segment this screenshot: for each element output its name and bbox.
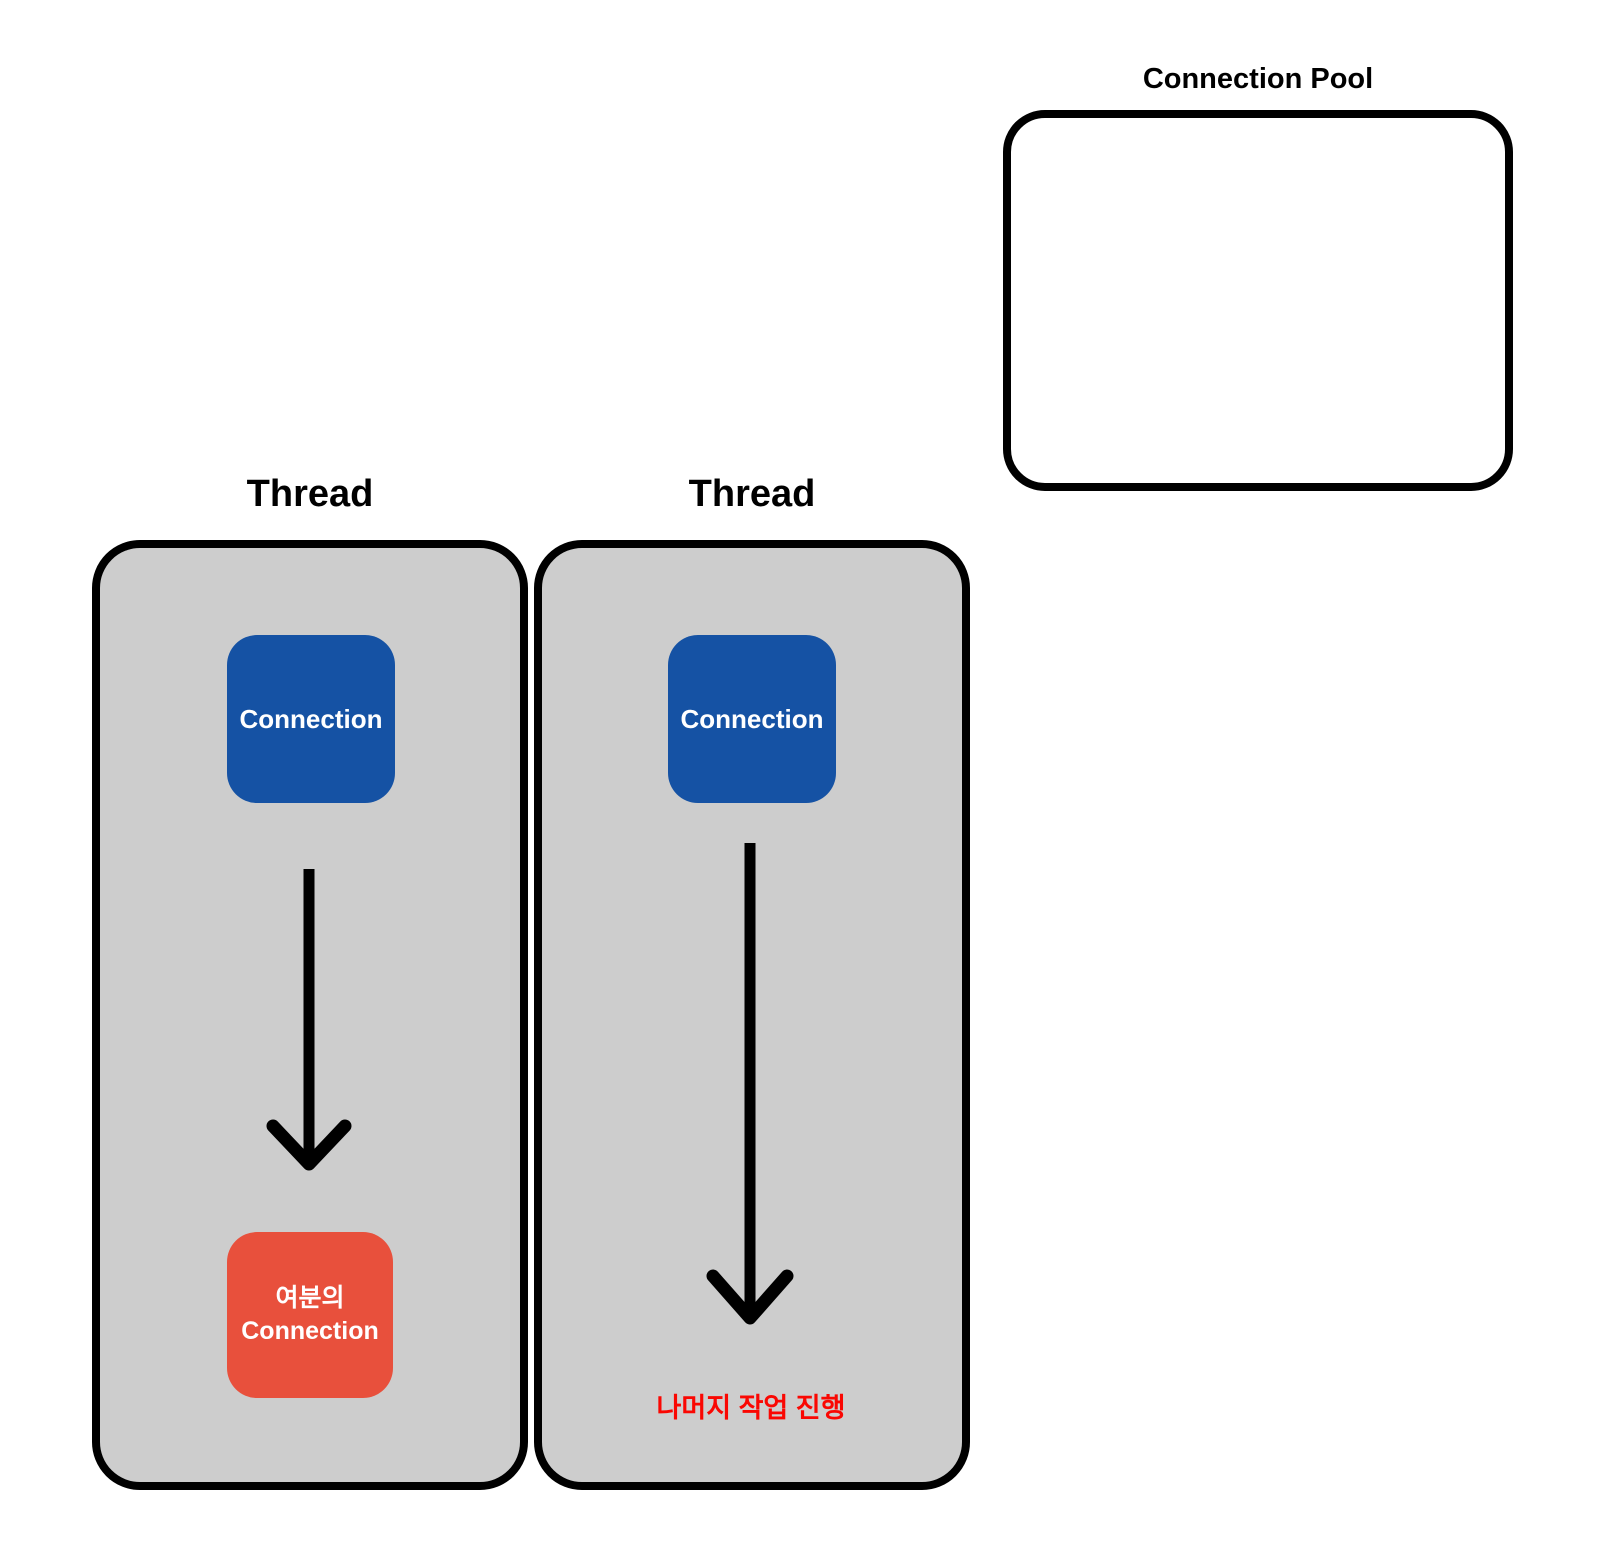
down-arrow-icon [706, 843, 794, 1325]
connection-node-right-label: Connection [680, 703, 824, 734]
connection-node-right: Connection [668, 635, 836, 803]
spare-connection-line1: 여분의 [275, 1284, 345, 1312]
connection-node-left: Connection [227, 635, 395, 803]
connection-pool-title: Connection Pool [1142, 63, 1374, 95]
down-arrow-icon [266, 869, 352, 1171]
spare-connection-line2: Connection [241, 1317, 379, 1345]
thread-right-title: Thread [688, 473, 816, 515]
remaining-work-caption: 나머지 작업 진행 [656, 1393, 846, 1423]
spare-connection-node: 여분의 Connection [227, 1232, 393, 1398]
thread-left-title: Thread [246, 473, 374, 515]
connection-node-left-label: Connection [239, 703, 383, 734]
connection-pool-box [1003, 110, 1513, 491]
